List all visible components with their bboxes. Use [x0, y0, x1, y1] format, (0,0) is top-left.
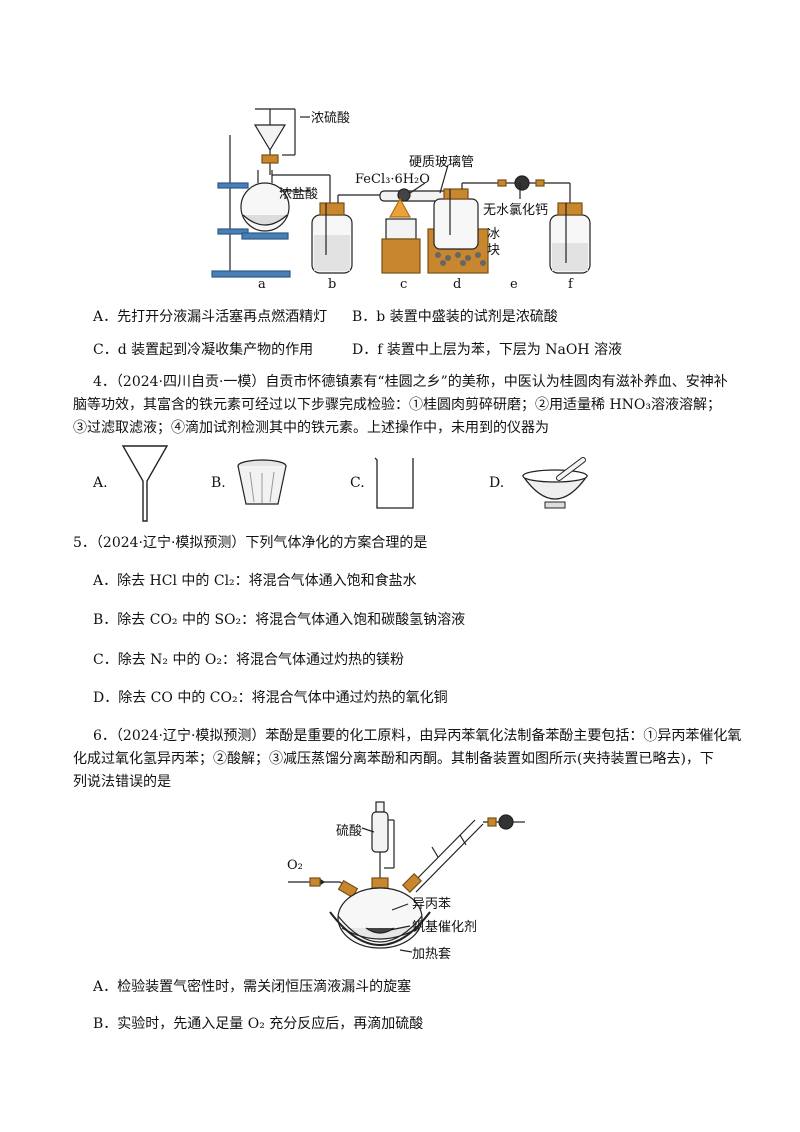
mortar-pestle-icon: [521, 457, 589, 509]
q4-stem-line1: 4．（2024·四川自贡·一模）自贡市怀德镇素有“桂圆之乡”的美称，中医认为桂圆…: [93, 374, 728, 390]
label-ice: 冰 块: [487, 227, 500, 259]
q6-stem-line2: 化成过氧化氢异丙苯；②酸解；③减压蒸馏分离苯酚和丙酮。其制备装置如图所示(夹持装…: [73, 751, 714, 767]
q4-option-b: B.: [211, 475, 226, 491]
label-ice-2: 块: [487, 243, 501, 258]
label-cumene: 异丙苯: [412, 897, 452, 912]
q4-option-d: D.: [489, 475, 505, 491]
label-fecl3: FeCl₃·6H₂O: [355, 172, 430, 187]
letter-d: d: [453, 277, 462, 292]
label-anhydrous-cacl2: 无水氯化钙: [483, 203, 549, 218]
q5-option-d: D．除去 CO 中的 CO₂：将混合气体中通过灼热的氧化铜: [93, 690, 448, 706]
label-heating-mantle: 加热套: [412, 947, 452, 962]
phenol-apparatus-diagram: [288, 801, 525, 953]
letter-a: a: [258, 277, 266, 292]
apparatus-diagram-1: [211, 108, 591, 278]
label-vanadium-catalyst: 钒基催化剂: [412, 920, 478, 935]
label-ice-1: 冰: [487, 227, 501, 242]
q4-option-a: A.: [93, 475, 108, 491]
letter-b: b: [328, 277, 337, 292]
funnel-icon: [121, 445, 169, 522]
q3-option-c: C．d 装置起到冷凝收集产物的作用: [93, 342, 314, 358]
letter-e: e: [510, 277, 518, 292]
q5-option-c: C．除去 N₂ 中的 O₂：将混合气体通过灼热的镁粉: [93, 652, 405, 668]
label-sulfuric-acid: 硫酸: [336, 824, 363, 839]
q6-option-b: B．实验时，先通入足量 O₂ 充分反应后，再滴加硫酸: [93, 1016, 424, 1032]
q6-option-a: A．检验装置气密性时，需关闭恒压滴液漏斗的旋塞: [93, 979, 412, 995]
q4-option-c: C.: [350, 475, 365, 491]
q4-stem-line2: 脑等功效，其富含的铁元素可经过以下步骤完成检验：①桂圆肉剪碎研磨；②用适量稀 H…: [73, 397, 721, 413]
beaker-icon: [374, 457, 414, 509]
q3-option-b: B．b 装置中盛装的试剂是浓硫酸: [352, 309, 558, 325]
label-o2-inlet: O₂: [287, 858, 303, 873]
letter-f: f: [568, 277, 573, 292]
label-conc-h2so4: 浓硫酸: [311, 111, 351, 126]
q6-stem-line1: 6．（2024·辽宁·模拟预测）苯酚是重要的化工原料，由异丙苯氧化法制备苯酚主要…: [93, 728, 742, 744]
crucible-icon: [237, 459, 287, 505]
label-hard-glass-tube: 硬质玻璃管: [409, 155, 475, 170]
letter-c: c: [400, 277, 408, 292]
q3-option-d: D．f 装置中上层为苯，下层为 NaOH 溶液: [352, 342, 623, 358]
q4-stem-line3: ③过滤取滤液；④滴加试剂检测其中的铁元素。上述操作中，未用到的仪器为: [73, 420, 549, 436]
q5-stem: 5．（2024·辽宁·模拟预测）下列气体净化的方案合理的是: [73, 535, 428, 551]
q5-option-b: B．除去 CO₂ 中的 SO₂：将混合气体通入饱和碳酸氢钠溶液: [93, 612, 466, 628]
q5-option-a: A．除去 HCl 中的 Cl₂：将混合气体通入饱和食盐水: [93, 573, 417, 589]
label-conc-hcl: 浓盐酸: [279, 187, 319, 202]
q3-option-a: A．先打开分液漏斗活塞再点燃酒精灯: [93, 309, 328, 325]
q6-stem-line3: 列说法错误的是: [73, 774, 171, 790]
